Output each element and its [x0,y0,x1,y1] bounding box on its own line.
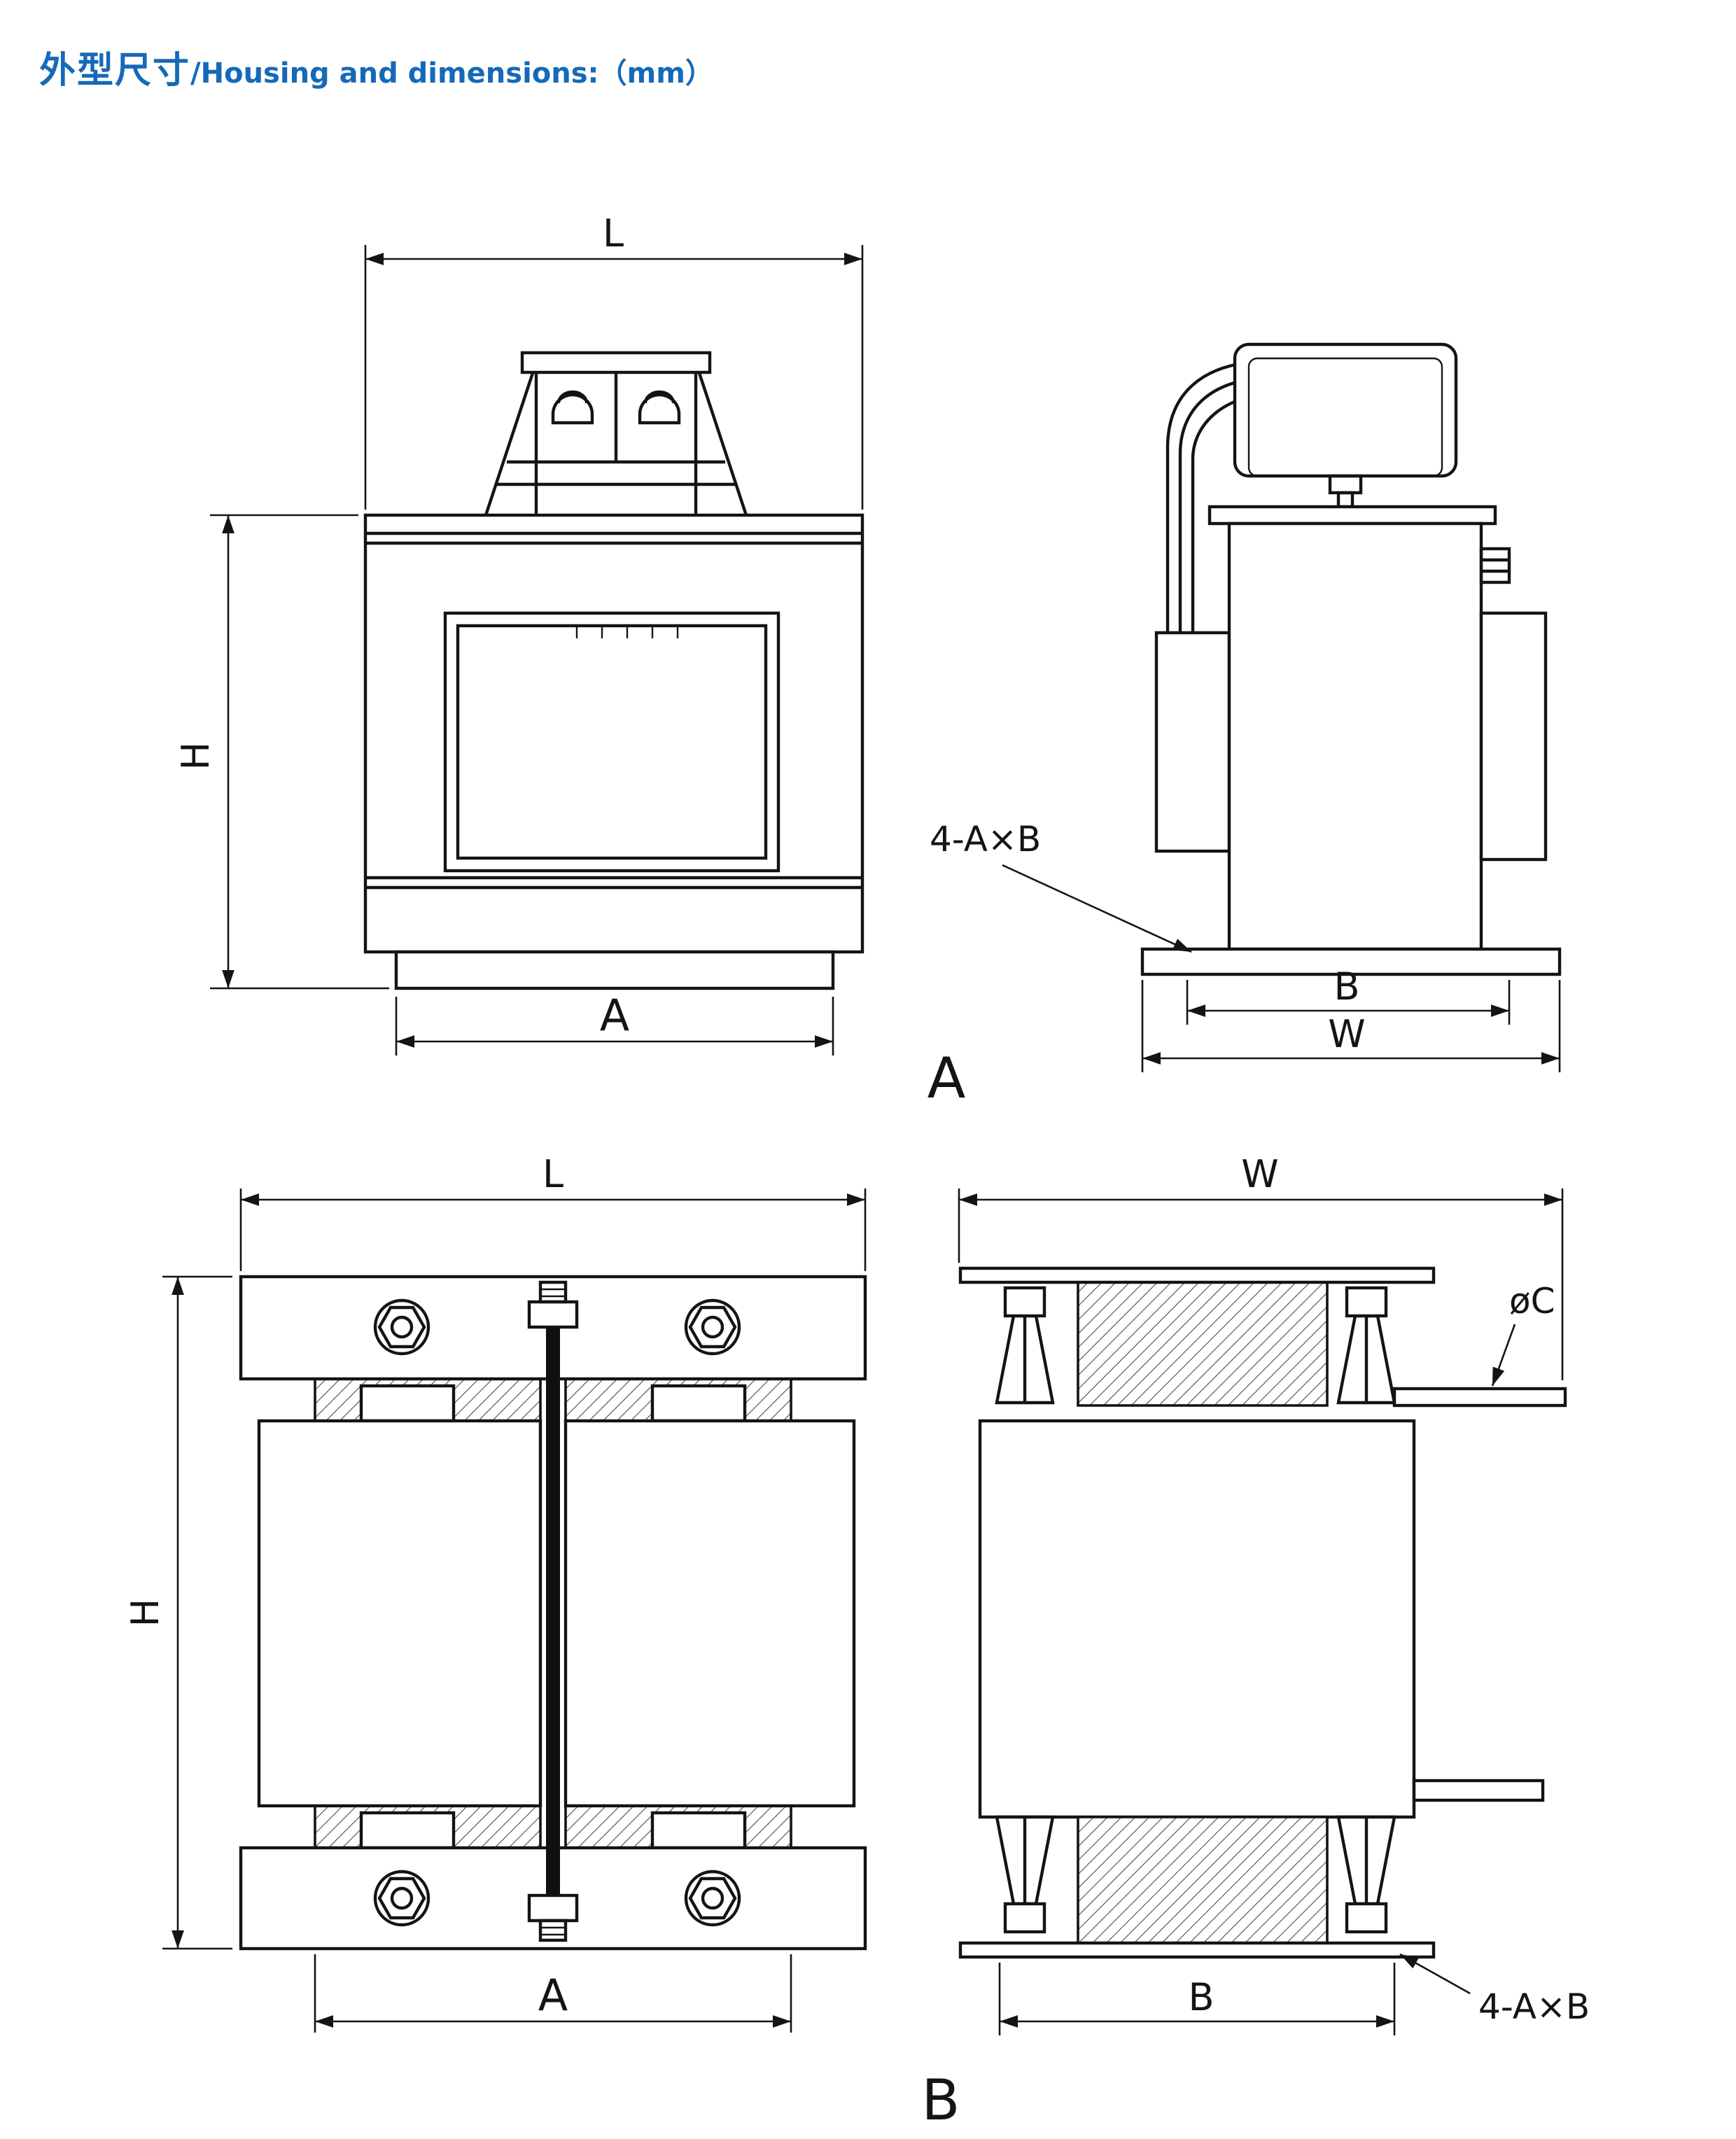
dim-label-B-b: B [1188,1975,1214,2019]
side-bolt [1479,547,1511,584]
view-label-b: B [922,2068,960,2133]
dim-label-H-a: H [174,742,218,771]
lamination-ticks [575,626,679,638]
terminal-block [484,351,748,516]
tie-rod [527,1280,579,1942]
page-header: 外型尺寸/Housing and dimensions:（mm） [39,41,713,93]
dim-label-W-b: W [1241,1152,1278,1196]
dim-height-a-front: H [174,514,389,990]
dim-overall-w-a-side: W [1141,980,1561,1072]
clamp-bottom-right [1336,1815,1396,1934]
coil-left [257,1419,542,1808]
dim-length-a-front: L [364,211,864,510]
dim-label-B-a: B [1334,965,1359,1009]
dim-label-A-b: A [538,1970,568,2021]
clamp-top-left [995,1286,1055,1405]
view-a-front: L [174,211,864,1056]
side-plate-bottom [1412,1779,1545,1802]
base-a-front [394,950,835,990]
dim-label-A-a: A [600,990,629,1041]
body-a-front [363,513,864,954]
dim-base-b-side: B [998,1963,1396,2035]
page-title-english: /Housing and dimensions:（mm） [190,57,713,90]
dim-base-a-front: A [395,990,834,1056]
callout-hole: øC [1491,1281,1555,1387]
page-title-chinese: 外型尺寸 [39,50,191,92]
hex-bolt [684,1870,741,1927]
hex-bolt [684,1298,741,1356]
base-flange-a-side [1140,947,1562,976]
dim-length-b-front: L [239,1152,867,1271]
callout-slot-b-label: 4-A×B [1478,1986,1590,2027]
top-flange [958,1266,1436,1284]
dim-height-b-front: H [123,1275,232,1950]
core-window-inner [456,624,768,860]
dim-base-b-front: A [314,1954,792,2033]
clamp-bottom-left [995,1815,1055,1934]
view-a-side: 4-A×B B W [930,342,1562,1072]
callout-slot-a: 4-A×B [930,819,1192,953]
bottom-flange [958,1941,1436,1959]
callout-slot-a-label: 4-A×B [930,819,1041,860]
core-bottom [1077,1816,1329,1944]
dim-label-L-b: L [542,1152,564,1196]
callout-slot-b: 4-A×B [1399,1953,1590,2027]
side-plate-top [1392,1387,1567,1408]
view-label-a: A [927,1046,966,1111]
terminal-dome-left [551,390,594,425]
terminal-dome-right [638,390,681,425]
top-plate-a-side [1208,505,1497,526]
view-b-front: L H [123,1152,867,2033]
core-top [1077,1281,1329,1407]
clamp-top-right [1336,1286,1396,1405]
view-b-side: W øC [958,1152,1590,2035]
dim-inner-b-a-side: B [1186,965,1511,1025]
core-window-outer [443,611,780,873]
dim-label-W-a: W [1328,1012,1365,1056]
coil-b-side [978,1419,1416,1819]
hex-bolt [373,1870,430,1927]
body-a-side [1227,521,1483,951]
callout-hole-label: øC [1509,1281,1555,1321]
insulation-strips [314,1377,792,1850]
cover-bolt [1328,474,1363,509]
side-panel [1479,611,1548,862]
hex-bolt [373,1298,430,1356]
dim-overall-w-b-side: W [958,1152,1564,1380]
dim-label-L-a: L [603,211,624,255]
terminal-cover [1233,342,1458,478]
coil-right [564,1419,856,1808]
dim-label-H-b: H [123,1599,167,1627]
